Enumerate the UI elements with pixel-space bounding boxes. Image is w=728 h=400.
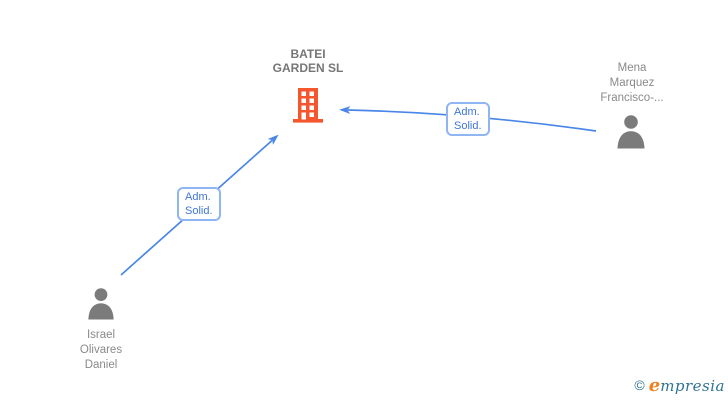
person-name-israel[interactable]: Israel Olivares Daniel bbox=[46, 328, 156, 373]
role-label-mena-adm-solid[interactable]: Adm. Solid. bbox=[446, 102, 490, 136]
person-name-mena[interactable]: Mena Marquez Francisco-... bbox=[578, 61, 686, 106]
company-name-line1: BATEI bbox=[290, 47, 326, 61]
person-name-line2: Marquez bbox=[609, 77, 655, 89]
role-label-line2: Solid. bbox=[185, 205, 213, 217]
brand-initial: e bbox=[648, 375, 661, 396]
role-label-line1: Adm. bbox=[454, 106, 480, 118]
person-name-line3: Francisco-... bbox=[600, 92, 664, 104]
role-label-line1: Adm. bbox=[185, 191, 211, 203]
role-label-israel-adm-solid[interactable]: Adm. Solid. bbox=[177, 187, 221, 221]
person-name-line2: Olivares bbox=[79, 344, 123, 356]
person-name-line1: Mena bbox=[617, 62, 647, 74]
brand-name: mpresia bbox=[660, 377, 725, 395]
brand-logo[interactable]: ©empresia bbox=[634, 375, 725, 396]
role-label-line2: Solid. bbox=[454, 120, 482, 132]
building-icon[interactable] bbox=[292, 88, 324, 123]
person-name-line1: Israel bbox=[86, 329, 116, 341]
person-name-line3: Daniel bbox=[84, 359, 118, 371]
person-icon-israel[interactable] bbox=[86, 287, 116, 320]
person-icon-mena[interactable] bbox=[615, 114, 647, 149]
copyright-icon: © bbox=[634, 377, 645, 393]
company-name-line2: GARDEN SL bbox=[272, 61, 344, 75]
company-name[interactable]: BATEI GARDEN SL bbox=[230, 47, 386, 75]
